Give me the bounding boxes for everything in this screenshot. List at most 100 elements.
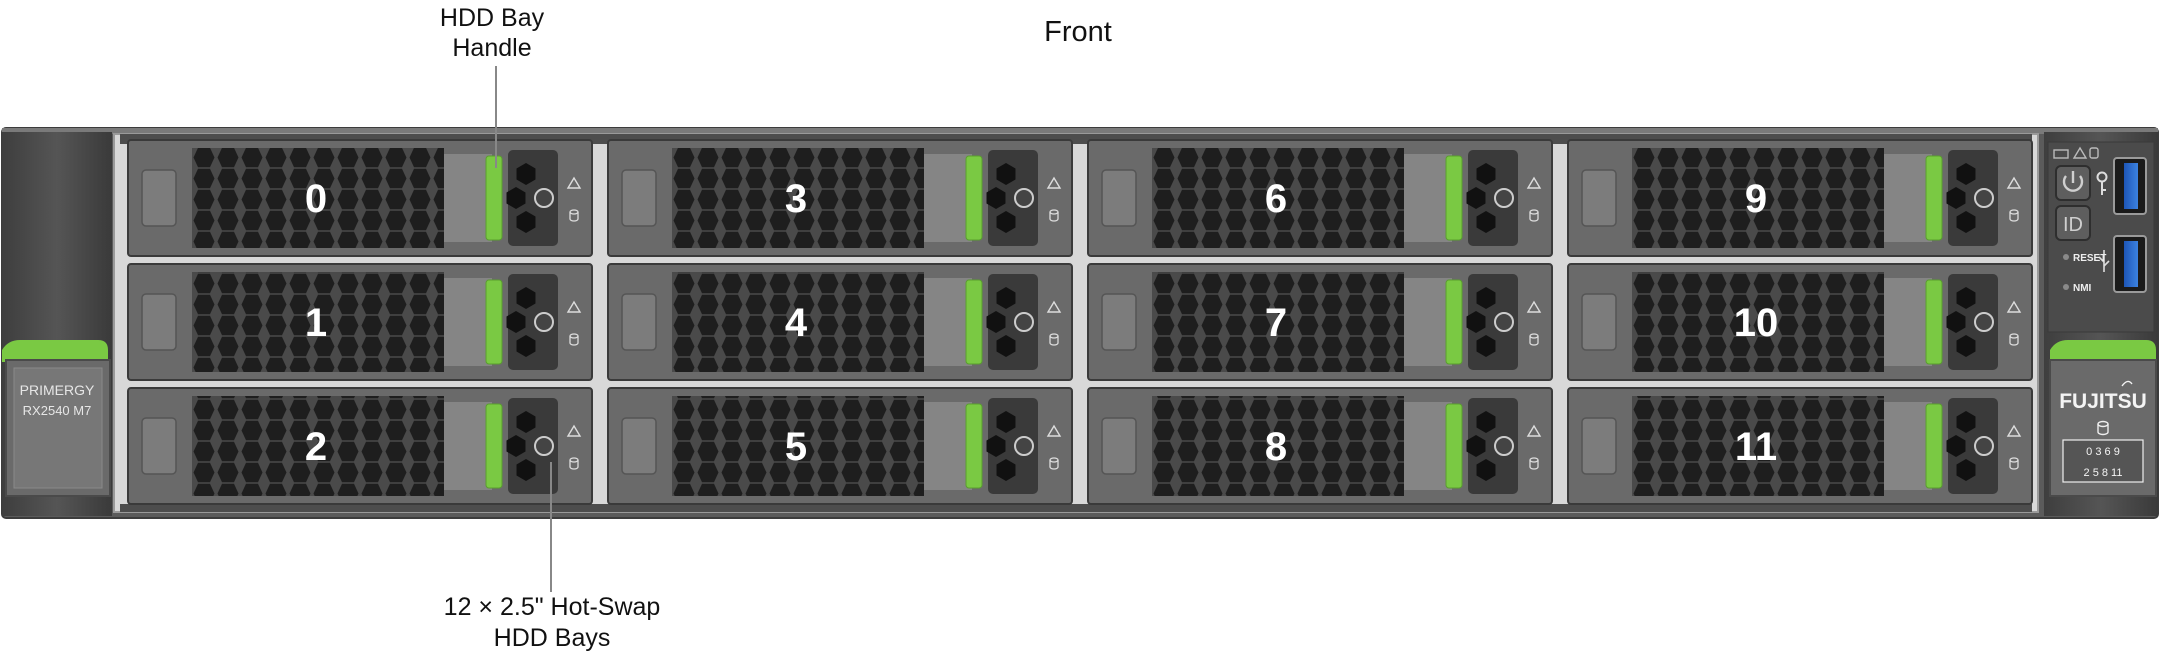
bay-release-button[interactable] — [1974, 312, 1994, 332]
bay-release-button[interactable] — [534, 436, 554, 456]
bay-latch[interactable] — [1581, 169, 1617, 227]
hdd-bay[interactable]: 7 — [1087, 263, 1553, 381]
hdd-bay[interactable]: 11 — [1567, 387, 2033, 505]
bay-release-button[interactable] — [1014, 188, 1034, 208]
bay-grille — [1152, 148, 1404, 248]
bay-number: 1 — [305, 301, 327, 345]
bay-handle-housing — [1404, 154, 1452, 242]
bay-vent-hole — [986, 311, 1006, 333]
left-rack-ear: PRIMERGY RX2540 M7 — [2, 132, 112, 516]
hdd-bay[interactable]: 4 — [607, 263, 1073, 381]
bay-handle-housing — [444, 278, 492, 366]
hdd-bay-handle[interactable] — [485, 403, 503, 489]
bay-vent-hole — [506, 435, 526, 457]
bay-handle-housing — [1884, 154, 1932, 242]
bay-latch[interactable] — [621, 169, 657, 227]
warning-icon — [2006, 300, 2022, 313]
warning-icon — [1526, 176, 1542, 189]
id-button[interactable]: ID — [2055, 205, 2091, 241]
bay-latch[interactable] — [1101, 293, 1137, 351]
bay-vent-hole — [1466, 435, 1486, 457]
bay-handle-housing — [444, 154, 492, 242]
bay-vent-hole — [1956, 459, 1976, 481]
bay-vent-hole — [516, 411, 536, 433]
left-ear-model: RX2540 M7 — [23, 403, 92, 418]
hdd-bay[interactable]: 6 — [1087, 139, 1553, 257]
bay-latch[interactable] — [1101, 169, 1137, 227]
bay-release-button[interactable] — [1014, 312, 1034, 332]
bay-vent-hole — [1956, 411, 1976, 433]
hdd-bay-handle[interactable] — [1925, 155, 1943, 241]
bay-vent-hole — [1476, 287, 1496, 309]
bay-release-button[interactable] — [534, 312, 554, 332]
bay-vent-hole — [986, 187, 1006, 209]
hdd-bay-handle[interactable] — [965, 155, 983, 241]
usb-icon — [2098, 250, 2110, 272]
bay-vent-hole — [506, 187, 526, 209]
reset-pinhole[interactable]: RESET — [2063, 253, 2106, 264]
bay-map-bottom-row: 2 5 8 11 — [2084, 467, 2123, 479]
right-control-panel: ID RESET NMI FUJITSU — [2044, 132, 2158, 516]
bay-release-button[interactable] — [1014, 436, 1034, 456]
callout-handle: HDD Bay Handle — [440, 4, 545, 168]
bay-latch[interactable] — [1101, 417, 1137, 475]
bay-release-button[interactable] — [1494, 436, 1514, 456]
bay-latch[interactable] — [141, 417, 177, 475]
nmi-pinhole[interactable]: NMI — [2063, 283, 2092, 294]
bay-handle-housing — [1884, 402, 1932, 490]
bay-latch[interactable] — [141, 169, 177, 227]
hdd-bay[interactable]: 9 — [1567, 139, 2033, 257]
bay-handle-housing — [444, 402, 492, 490]
bay-number: 7 — [1265, 301, 1287, 345]
bay-number: 3 — [785, 177, 807, 221]
bay-latch[interactable] — [1581, 293, 1617, 351]
bay-latch[interactable] — [621, 293, 657, 351]
bay-latch[interactable] — [141, 293, 177, 351]
bay-release-button[interactable] — [534, 188, 554, 208]
hdd-bay-handle[interactable] — [485, 279, 503, 365]
bay-vent-hole — [996, 335, 1016, 357]
hdd-bay[interactable]: 1 — [127, 263, 593, 381]
bay-number: 0 — [305, 177, 327, 221]
hdd-bay[interactable]: 10 — [1567, 263, 2033, 381]
bay-latch[interactable] — [1581, 417, 1617, 475]
callout-bays: 12 × 2.5" Hot-Swap HDD Bays — [444, 462, 660, 652]
hdd-bay-handle[interactable] — [1925, 403, 1943, 489]
bay-handle-housing — [924, 402, 972, 490]
hdd-bay-handle[interactable] — [965, 279, 983, 365]
warning-icon — [566, 176, 582, 189]
hdd-bay[interactable]: 0 — [127, 139, 593, 257]
bay-number: 8 — [1265, 425, 1287, 469]
bay-latch[interactable] — [621, 417, 657, 475]
key-icon — [2096, 171, 2108, 195]
bay-release-button[interactable] — [1494, 188, 1514, 208]
warning-icon — [566, 300, 582, 313]
usb-port-top[interactable] — [2113, 157, 2147, 215]
power-button[interactable] — [2055, 165, 2091, 201]
bay-release-button[interactable] — [1974, 188, 1994, 208]
bay-release-button[interactable] — [1974, 436, 1994, 456]
right-ear-brand: FUJITSU — [2059, 390, 2147, 413]
hdd-bay[interactable]: 3 — [607, 139, 1073, 257]
bay-vent-hole — [1466, 311, 1486, 333]
warning-icon — [1526, 300, 1542, 313]
hdd-bay[interactable]: 8 — [1087, 387, 1553, 505]
bay-vent-hole — [996, 163, 1016, 185]
hdd-bay-handle[interactable] — [965, 403, 983, 489]
bay-grille — [1152, 272, 1404, 372]
bay-vent-hole — [1956, 211, 1976, 233]
hdd-bay-handle[interactable] — [1445, 403, 1463, 489]
hdd-bay[interactable]: 5 — [607, 387, 1073, 505]
usb-port-bottom[interactable] — [2113, 235, 2147, 293]
bay-vent-hole — [1946, 311, 1966, 333]
bay-vent-hole — [1476, 411, 1496, 433]
hdd-bay-handle[interactable] — [1445, 155, 1463, 241]
bay-vent-hole — [516, 287, 536, 309]
bay-map-grid: 0 3 6 9 2 5 8 11 — [2062, 439, 2144, 483]
bay-vent-hole — [516, 211, 536, 233]
hdd-bay-handle[interactable] — [485, 155, 503, 241]
hdd-bay-handle[interactable] — [1445, 279, 1463, 365]
hdd-bay[interactable]: 2 — [127, 387, 593, 505]
bay-release-button[interactable] — [1494, 312, 1514, 332]
hdd-bay-handle[interactable] — [1925, 279, 1943, 365]
